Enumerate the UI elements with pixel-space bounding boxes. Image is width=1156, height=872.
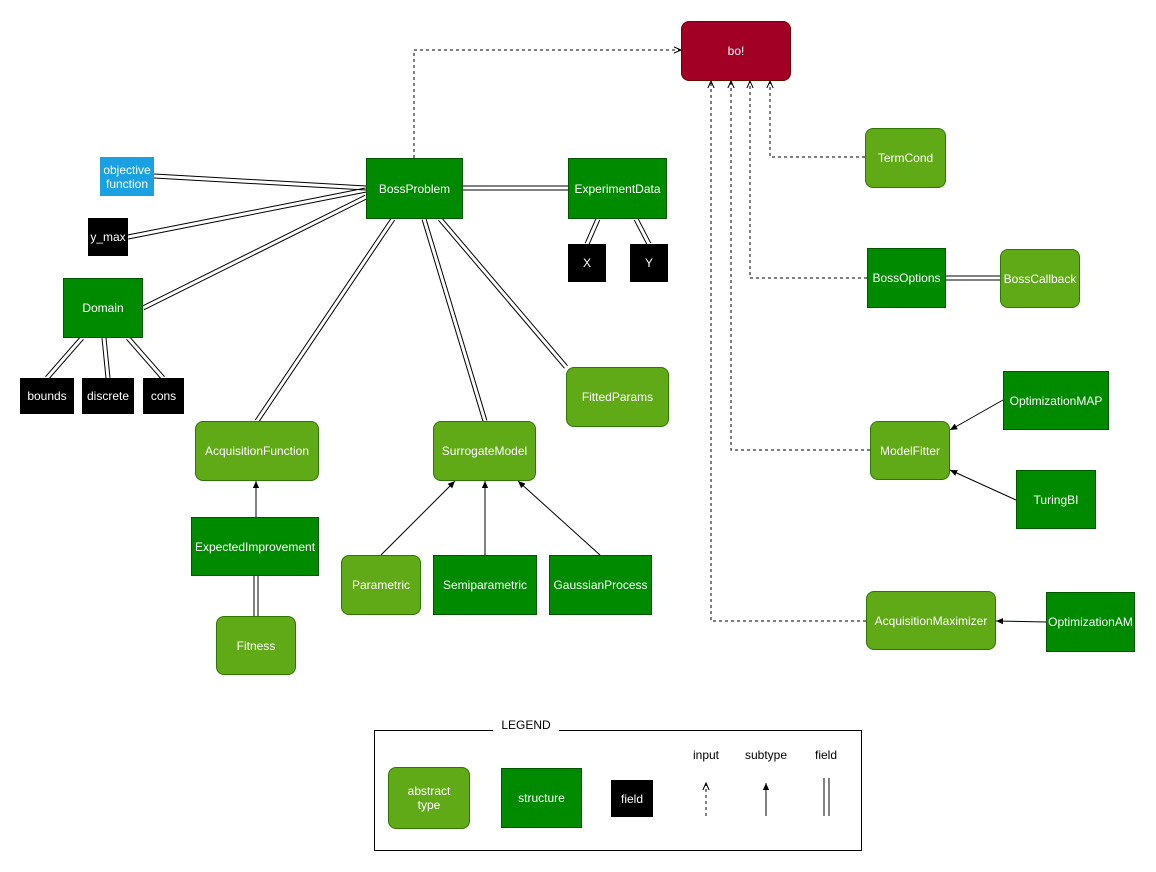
node-experimentdata: ExperimentData <box>568 158 667 219</box>
node-acquisitionfunction: AcquisitionFunction <box>195 421 319 481</box>
edge-field-bossproblem-to-objective <box>153 173 367 191</box>
legend-title: LEGEND <box>493 716 559 734</box>
node-ymax: y_max <box>88 218 128 256</box>
node-turingbi: TuringBI <box>1016 470 1096 529</box>
node-bosscallback: BossCallback <box>1000 249 1080 308</box>
node-optimizationmap: OptimizationMAP <box>1003 371 1109 430</box>
edge-field-domain-to-discrete <box>101 337 111 379</box>
edge-input-bossoptions-to-bo <box>750 81 867 279</box>
node-discrete: discrete <box>82 378 134 414</box>
node-semiparametric: Semiparametric <box>433 555 537 615</box>
node-gaussianprocess: GaussianProcess <box>549 555 652 615</box>
edge-field-bossproblem-to-fittedparams <box>438 217 568 369</box>
edge-subtype-optimizationmap-to-modelfitter <box>949 399 1004 431</box>
node-surrogatemodel: SurrogateModel <box>433 421 536 481</box>
edge-subtype-gaussianprocess-to-surrogatemodel <box>517 480 601 556</box>
node-termcond: TermCond <box>865 128 946 188</box>
legend-box <box>374 730 862 851</box>
node-objective: objective function <box>100 157 154 196</box>
edge-field-domain-to-cons <box>126 336 165 380</box>
edge-subtype-optimizationam-to-acquisitionmaximizer <box>995 617 1047 625</box>
node-bounds: bounds <box>20 378 74 414</box>
edge-subtype-parametric-to-surrogatemodel <box>380 480 456 556</box>
edge-subtype-turingbi-to-modelfitter <box>949 469 1017 501</box>
node-x: X <box>568 244 606 282</box>
legend-input-label: input <box>692 748 720 762</box>
node-bo: bo! <box>681 21 791 81</box>
node-domain: Domain <box>63 278 143 338</box>
legend-structure-swatch: structure <box>501 768 582 828</box>
node-modelfitter: ModelFitter <box>870 421 950 480</box>
legend-subtype-label: subtype <box>744 748 788 762</box>
edge-field-bossproblem-to-domain <box>141 194 368 311</box>
legend-field-line-label: field <box>814 748 837 762</box>
edge-field-experimentdata-to-y <box>633 217 652 246</box>
node-expectedimprovement: ExpectedImprovement <box>191 517 319 576</box>
edge-field-bossoptions-to-bosscallback <box>946 275 1000 281</box>
node-optimizationam: OptimizationAM <box>1046 592 1135 652</box>
node-fittedparams: FittedParams <box>566 367 669 427</box>
edges-layer <box>45 50 1047 625</box>
edge-input-bossproblem-to-bo <box>413 50 681 158</box>
node-acquisitionmaximizer: AcquisitionMaximizer <box>866 591 996 650</box>
legend-abstract-swatch: abstract type <box>388 767 470 829</box>
edge-field-bossproblem-to-surrogatemodel <box>421 218 488 422</box>
node-fitness: Fitness <box>216 616 296 675</box>
edge-field-bossproblem-to-acquisitionfunction <box>254 217 396 423</box>
node-y: Y <box>630 244 668 282</box>
edge-field-expectedimprovement-to-fitness <box>253 576 259 616</box>
node-parametric: Parametric <box>341 555 421 615</box>
edge-field-bossproblem-to-ymax <box>127 187 367 240</box>
node-bossproblem: BossProblem <box>366 158 463 219</box>
node-cons: cons <box>143 378 184 414</box>
edge-field-bossproblem-to-experimentdata <box>463 185 568 191</box>
edge-input-modelfitter-to-bo <box>731 81 870 451</box>
edge-field-experimentdata-to-x <box>584 217 601 246</box>
edge-input-termcond-to-bo <box>770 81 865 158</box>
edge-field-domain-to-bounds <box>45 336 84 380</box>
legend-field-swatch: field <box>611 780 653 817</box>
node-bossoptions: BossOptions <box>867 248 946 308</box>
